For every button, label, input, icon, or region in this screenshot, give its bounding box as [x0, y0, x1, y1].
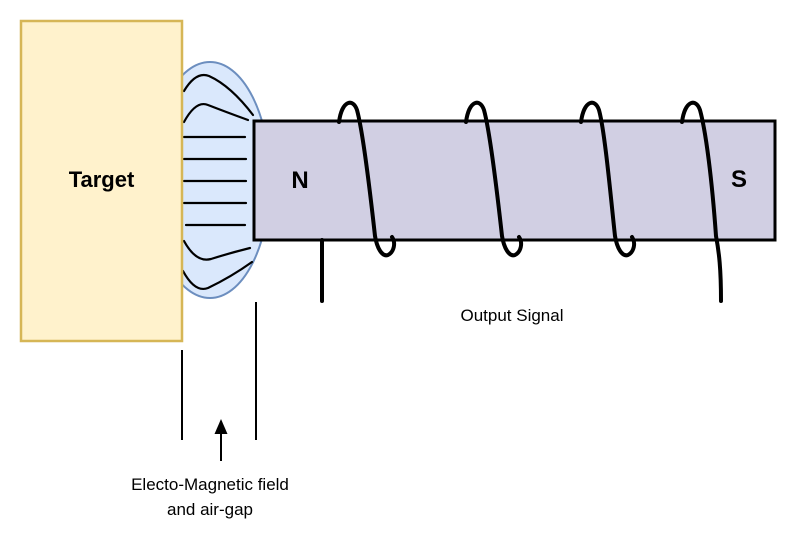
em-field-label-line2: and air-gap — [166, 500, 253, 519]
field-line-curve-top-1 — [182, 73, 255, 117]
magnet-bar — [252, 119, 777, 242]
em-field-label-line1: Electo-Magnetic field — [131, 475, 289, 494]
field-line-curve-top-2 — [182, 103, 250, 124]
north-pole-label: N — [291, 167, 309, 194]
em-field-label: Electo-Magnetic field and air-gap — [110, 472, 310, 522]
field-lines — [181, 73, 255, 290]
field-line-curve-bottom-1 — [182, 239, 252, 261]
coil-turn-1 — [337, 100, 397, 258]
coil-turn-4-and-output-wire-right — [680, 100, 723, 303]
airgap-annotations — [181, 302, 257, 461]
target-box — [19, 19, 184, 343]
field-line-curve-bottom-2 — [181, 260, 254, 290]
coil-turn-3 — [579, 100, 637, 258]
target-label: Target — [68, 167, 135, 192]
output-signal-label: Output Signal — [460, 306, 564, 325]
up-arrow-head — [214, 419, 228, 434]
coil-turn-2 — [464, 100, 524, 258]
coil — [320, 100, 723, 303]
south-pole-label: S — [730, 166, 747, 193]
